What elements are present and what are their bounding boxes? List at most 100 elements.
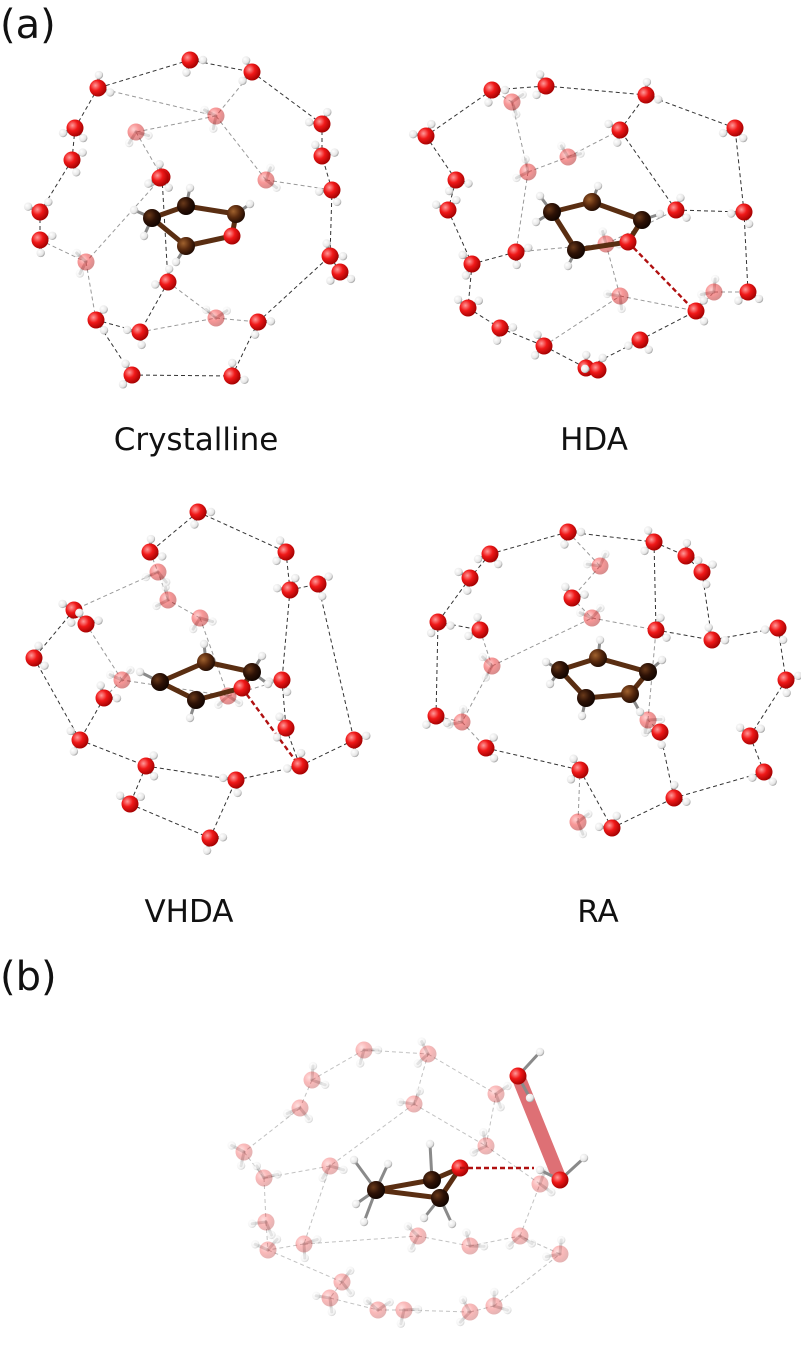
hydrogen-atom bbox=[464, 631, 473, 641]
hydrogen-atom bbox=[373, 1045, 383, 1055]
hydrogen-atom bbox=[185, 183, 195, 193]
hydrogen-atom bbox=[313, 1235, 322, 1244]
hydrogen-atom bbox=[500, 85, 510, 95]
hydrogen-bond bbox=[197, 511, 287, 553]
hydrogen-atom bbox=[748, 773, 757, 782]
hydrogen-atom bbox=[493, 559, 503, 569]
hydrogen-atom bbox=[518, 90, 527, 99]
hydrogen-atom bbox=[657, 655, 667, 665]
oxygen-atom bbox=[637, 86, 655, 104]
hydrogen-atom bbox=[273, 1170, 282, 1179]
carbon-atom bbox=[543, 203, 561, 221]
caption-vhda: VHDA bbox=[144, 894, 233, 930]
oxygen-atom bbox=[647, 621, 665, 639]
hydrogen-atom bbox=[782, 688, 791, 698]
hydrogen-atom bbox=[640, 728, 650, 737]
carbon-atom bbox=[227, 205, 245, 223]
oxygen-atom bbox=[31, 203, 49, 221]
hydrogen-atom bbox=[474, 296, 483, 305]
oxygen-atom bbox=[227, 771, 245, 789]
oxygen-atom bbox=[405, 1095, 423, 1113]
hydrogen-atom bbox=[311, 1291, 321, 1301]
oxygen-atom bbox=[233, 679, 251, 697]
hydrogen-atom bbox=[415, 1087, 424, 1096]
hydrogen-atom bbox=[115, 791, 125, 800]
hydrogen-atom bbox=[662, 633, 671, 642]
hydrogen-bond bbox=[485, 747, 581, 771]
oxygen-atom bbox=[355, 1041, 373, 1059]
oxygen-atom bbox=[703, 631, 721, 649]
oxygen-atom bbox=[223, 227, 241, 245]
hydrogen-atom bbox=[580, 590, 589, 599]
hydrogen-atom bbox=[346, 274, 356, 284]
carbon-atom bbox=[583, 193, 601, 211]
hydrogen-bond bbox=[235, 765, 301, 781]
hydrogen-atom bbox=[734, 296, 743, 305]
hydrogen-bond bbox=[97, 59, 191, 89]
hydrogen-bond bbox=[435, 621, 439, 717]
hydrogen-atom bbox=[201, 305, 211, 314]
hydrogen-atom bbox=[171, 257, 181, 267]
oxygen-atom bbox=[259, 1241, 277, 1259]
oxygen-atom bbox=[313, 115, 331, 133]
hydrogen-atom bbox=[473, 613, 482, 622]
hydrogen-atom bbox=[754, 294, 764, 304]
hydrogen-bond bbox=[605, 243, 621, 297]
hydrogen-atom bbox=[327, 1307, 336, 1317]
oxygen-atom bbox=[159, 273, 177, 291]
ring-bond bbox=[373, 1177, 435, 1193]
hydrogen-bond bbox=[437, 577, 471, 623]
hydrogen-atom bbox=[657, 740, 666, 750]
oxygen-atom bbox=[477, 1137, 495, 1155]
hydrogen-bond bbox=[639, 310, 697, 341]
hydrogen-atom bbox=[122, 325, 132, 335]
hydrogen-atom bbox=[545, 679, 555, 689]
oxygen-atom bbox=[447, 171, 465, 189]
oxygen-atom bbox=[207, 309, 225, 327]
hydrogen-atom bbox=[595, 635, 605, 645]
hydrogen-atom bbox=[617, 304, 626, 314]
hydrogen-atom bbox=[456, 1317, 465, 1327]
hydrogen-atom bbox=[206, 507, 216, 517]
hydrogen-bond bbox=[489, 531, 569, 555]
hydrogen-atom bbox=[535, 70, 545, 79]
hydrogen-bond bbox=[469, 553, 491, 579]
oxygen-atom bbox=[95, 689, 113, 707]
oxygen-atom bbox=[569, 813, 587, 831]
hydrogen-atom bbox=[642, 77, 652, 87]
hydrogen-atom bbox=[112, 694, 122, 703]
carbon-atom bbox=[589, 649, 607, 667]
hydrogen-atom bbox=[346, 1266, 355, 1275]
hydrogen-atom bbox=[124, 138, 134, 148]
oxygen-atom bbox=[665, 789, 683, 807]
hydrogen-atom bbox=[78, 148, 87, 157]
hydrogen-atom bbox=[318, 592, 327, 601]
hydrogen-bond bbox=[425, 89, 493, 137]
oxygen-atom bbox=[223, 367, 241, 385]
hydrogen-atom bbox=[275, 712, 284, 721]
oxygen-atom bbox=[417, 127, 435, 145]
hydrogen-atom bbox=[94, 70, 104, 80]
oxygen-atom bbox=[121, 795, 139, 813]
hydrogen-bond bbox=[749, 679, 787, 737]
hydrogen-bond bbox=[251, 71, 323, 125]
hydrogen-atom bbox=[541, 657, 551, 667]
hydrogen-atom bbox=[40, 661, 49, 670]
hydrogen-atom bbox=[576, 149, 585, 158]
oxygen-atom bbox=[77, 253, 95, 271]
hydrogen-atom bbox=[778, 635, 788, 645]
hydrogen-atom bbox=[577, 711, 587, 721]
hydrogen-atom bbox=[535, 191, 545, 201]
hydrogen-atom bbox=[530, 351, 540, 360]
hydrogen-atom bbox=[126, 665, 135, 675]
hydrogen-atom bbox=[431, 200, 441, 209]
oxygen-atom bbox=[323, 181, 341, 199]
hydrogen-atom bbox=[266, 163, 275, 172]
hydrogen-atom bbox=[182, 68, 191, 77]
carbon-atom bbox=[177, 237, 195, 255]
oxygen-atom bbox=[611, 121, 629, 139]
oxygen-atom bbox=[369, 1301, 387, 1319]
hydrogen-atom bbox=[535, 1165, 545, 1175]
hydrogen-atom bbox=[503, 1081, 512, 1091]
cage-ra bbox=[422, 523, 801, 839]
